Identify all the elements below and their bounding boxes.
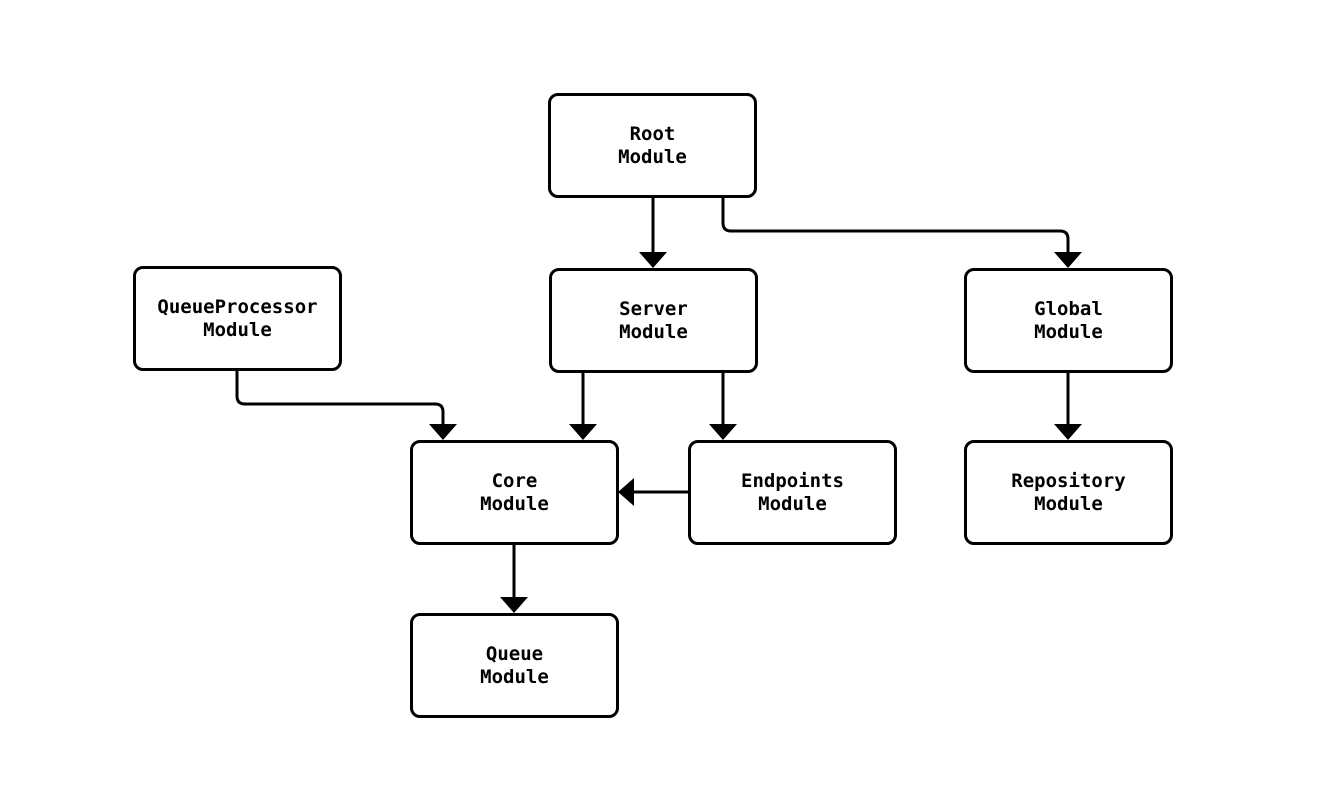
node-queueprocessor-module: QueueProcessor Module: [133, 266, 342, 371]
edge-global-to-repository: [1054, 372, 1082, 440]
node-server-module: Server Module: [549, 268, 758, 373]
node-queue-module: Queue Module: [410, 613, 619, 718]
edge-core-to-queue: [500, 544, 528, 613]
edge-endpoints-to-core: [618, 478, 688, 506]
node-endpoints-module: Endpoints Module: [688, 440, 897, 545]
node-label-line1: Endpoints: [741, 469, 844, 492]
edge-server-to-endpoints: [709, 372, 737, 440]
node-label-line2: Module: [1034, 492, 1103, 515]
node-root-module: Root Module: [548, 93, 757, 198]
edge-server-to-core: [569, 372, 597, 440]
edge-root-to-global: [721, 198, 1082, 268]
node-label-line1: Root: [629, 122, 676, 145]
node-label-line1: Global: [1034, 297, 1103, 320]
node-label-line2: Module: [1034, 320, 1103, 343]
node-label-line1: Server: [619, 297, 688, 320]
node-repository-module: Repository Module: [964, 440, 1173, 545]
node-label-line2: Module: [618, 145, 687, 168]
node-label-line1: Repository: [1011, 469, 1126, 492]
node-label-line1: Core: [491, 469, 538, 492]
node-label-line2: Module: [203, 318, 272, 341]
edge-queueprocessor-to-core: [235, 369, 457, 440]
node-label-line2: Module: [480, 665, 549, 688]
node-label-line2: Module: [480, 492, 549, 515]
node-label-line2: Module: [758, 492, 827, 515]
node-core-module: Core Module: [410, 440, 619, 545]
node-label-line1: Queue: [485, 642, 544, 665]
node-label-line2: Module: [619, 320, 688, 343]
node-global-module: Global Module: [964, 268, 1173, 373]
edge-root-to-server: [639, 198, 667, 268]
node-label-line1: QueueProcessor: [157, 295, 318, 318]
